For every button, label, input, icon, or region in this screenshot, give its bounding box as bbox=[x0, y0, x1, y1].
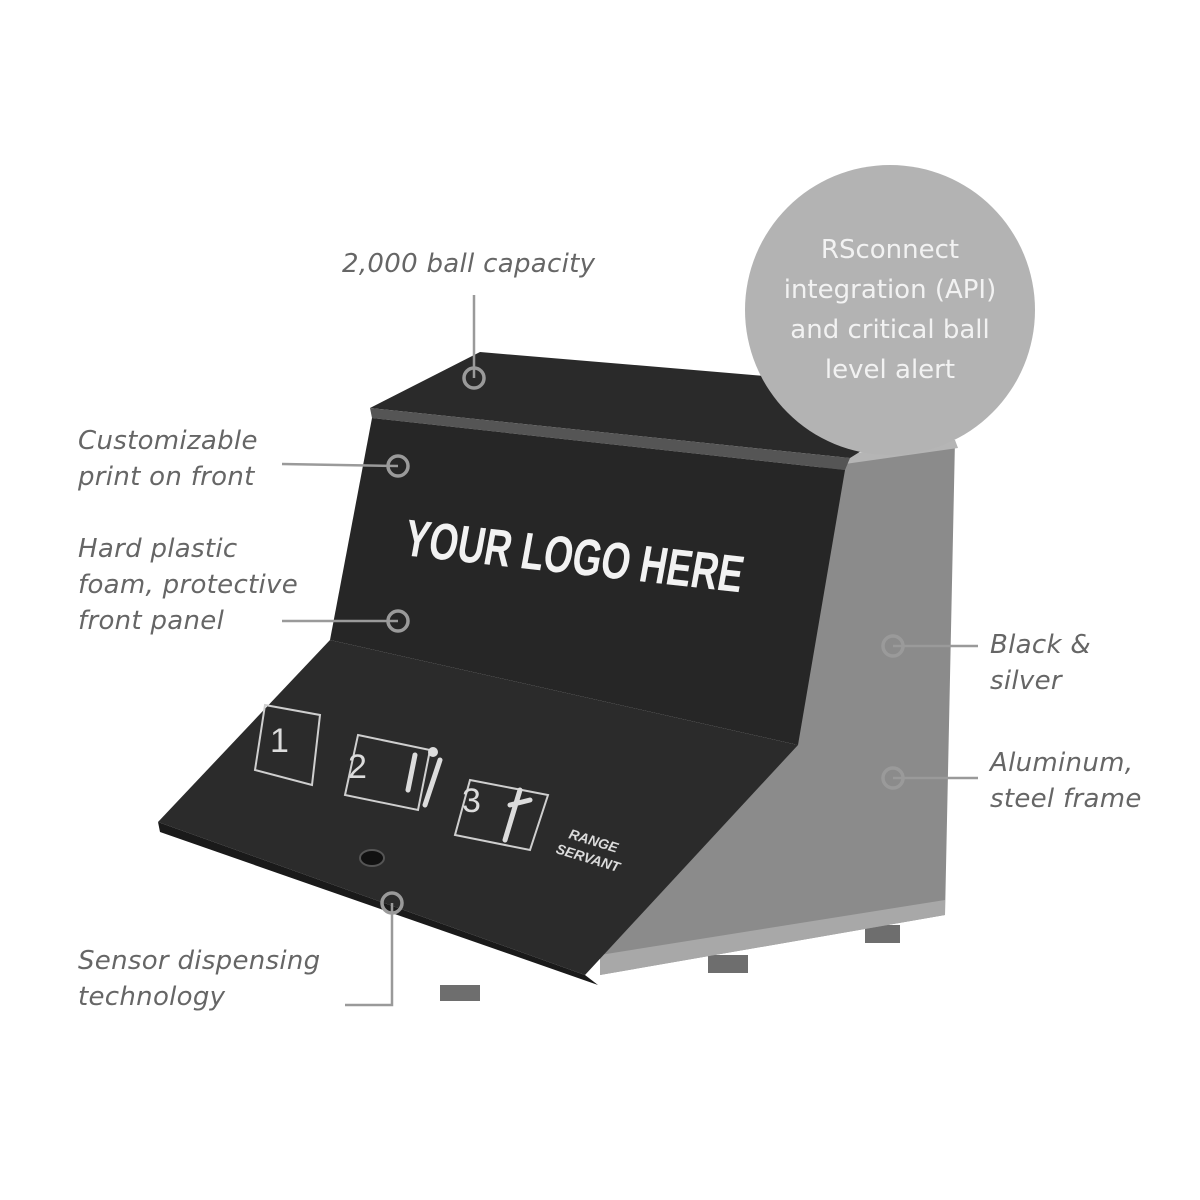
marker-customizable bbox=[386, 454, 410, 478]
step-frame-2 bbox=[343, 733, 432, 812]
rsconnect-badge: RSconnect integration (API) and critical… bbox=[745, 165, 1035, 455]
callout-customizable: Customizable print on front bbox=[78, 423, 258, 495]
callout-capacity: 2,000 ball capacity bbox=[342, 246, 595, 282]
leader-customizable bbox=[281, 462, 399, 468]
badge-line: RSconnect bbox=[820, 235, 960, 265]
callout-frame: Aluminum, steel frame bbox=[990, 745, 1142, 817]
upper-front-panel bbox=[330, 418, 845, 745]
foot-right-front bbox=[708, 955, 748, 973]
marker-color bbox=[881, 634, 905, 658]
callout-text: print on front bbox=[78, 462, 255, 492]
callout-text: Aluminum, bbox=[990, 748, 1134, 778]
tray-front-edge bbox=[158, 822, 598, 985]
callout-front-panel: Hard plastic foam, protective front pane… bbox=[78, 531, 298, 639]
side-panel-lower-edge bbox=[600, 900, 945, 975]
foot-left bbox=[440, 985, 480, 1001]
marker-frame bbox=[881, 766, 905, 790]
badge-line: and critical ball bbox=[790, 315, 990, 345]
callout-text: silver bbox=[990, 666, 1062, 696]
callout-text: steel frame bbox=[990, 784, 1142, 814]
callout-color: Black & silver bbox=[990, 627, 1091, 699]
callout-text: Customizable bbox=[78, 426, 258, 456]
callout-text: Black & bbox=[990, 630, 1091, 660]
callout-text: technology bbox=[78, 982, 226, 1012]
badge-line: integration (API) bbox=[783, 275, 997, 305]
callout-text: Hard plastic bbox=[78, 534, 238, 564]
step-number-3: 3 bbox=[462, 782, 481, 820]
badge-line: level alert bbox=[824, 355, 956, 385]
golfer-figure-icon bbox=[405, 752, 533, 843]
step-number-1: 1 bbox=[270, 722, 289, 760]
top-lid bbox=[370, 352, 955, 458]
callout-text: Sensor dispensing bbox=[78, 946, 321, 976]
side-panel bbox=[600, 440, 955, 975]
callout-text: front panel bbox=[78, 606, 225, 636]
sensor-slot bbox=[359, 849, 385, 867]
step-frame-1 bbox=[253, 703, 322, 787]
callout-sensor: Sensor dispensing technology bbox=[78, 943, 321, 1015]
marker-sensor bbox=[380, 891, 404, 915]
foot-right-back bbox=[865, 925, 900, 943]
callout-text: 2,000 ball capacity bbox=[342, 249, 596, 279]
top-lid-front-edge bbox=[370, 408, 850, 470]
callout-text: foam, protective bbox=[78, 570, 299, 600]
marker-front-panel bbox=[386, 609, 410, 633]
step-number-2: 2 bbox=[348, 748, 367, 786]
leader-sensor bbox=[345, 903, 394, 1007]
ball-icon bbox=[428, 747, 438, 757]
marker-capacity bbox=[462, 366, 486, 390]
